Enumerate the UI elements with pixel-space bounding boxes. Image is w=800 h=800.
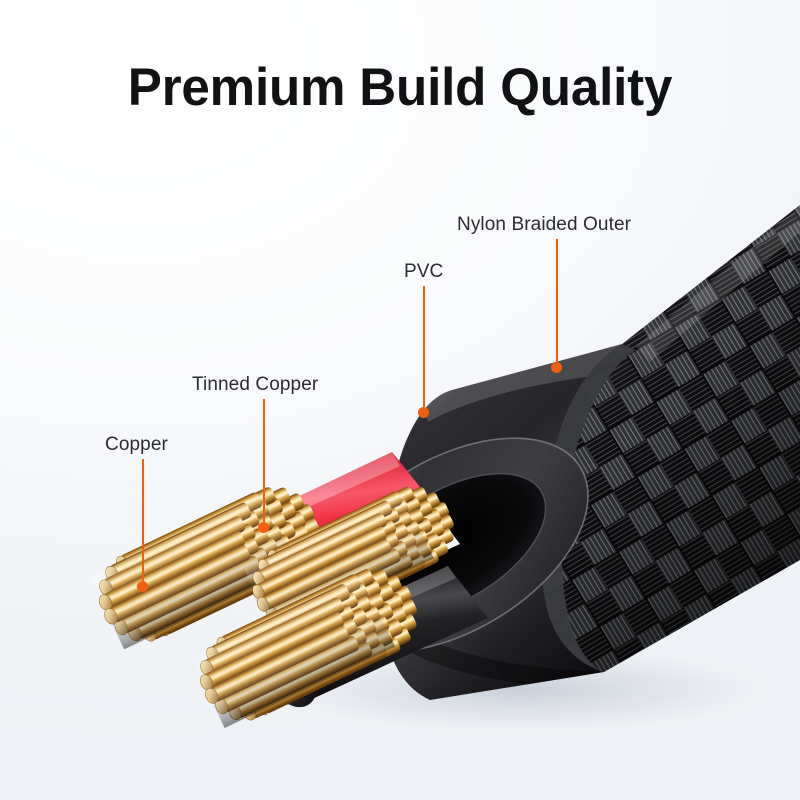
- braid-cut-edge: [541, 344, 636, 672]
- callout-leader-line-copper: [142, 459, 144, 581]
- copper-bundle-black: [191, 569, 417, 728]
- page-title: Premium Build Quality: [127, 58, 673, 117]
- callout-label-nylon-braided-outer: Nylon Braided Outer: [457, 214, 632, 235]
- callout-leader-line-pvc: [423, 286, 425, 407]
- callout-marker-dot-nylon-braided-outer: [551, 362, 562, 373]
- callout-marker-dot-tinned-copper: [258, 522, 269, 533]
- callout-label-tinned-copper: Tinned Copper: [192, 374, 319, 395]
- callout-label-copper: Copper: [105, 434, 168, 455]
- cable-drop-shadow: [270, 648, 770, 732]
- copper-strand-bundles: [89, 486, 454, 728]
- callout-marker-dot-copper: [137, 581, 148, 592]
- callout-marker-dot-pvc: [418, 407, 429, 418]
- callout-label-pvc: PVC: [404, 261, 444, 282]
- callout-leader-line-tinned-copper: [263, 399, 265, 522]
- bundle-shading: [89, 494, 298, 650]
- bundle-shading: [244, 493, 434, 634]
- callout-leader-line-nylon-braided-outer: [556, 239, 558, 362]
- nylon-braided-outer-sleeve: [541, 205, 800, 672]
- braid-top-highlight: [636, 206, 800, 362]
- bundle-shading: [191, 576, 396, 728]
